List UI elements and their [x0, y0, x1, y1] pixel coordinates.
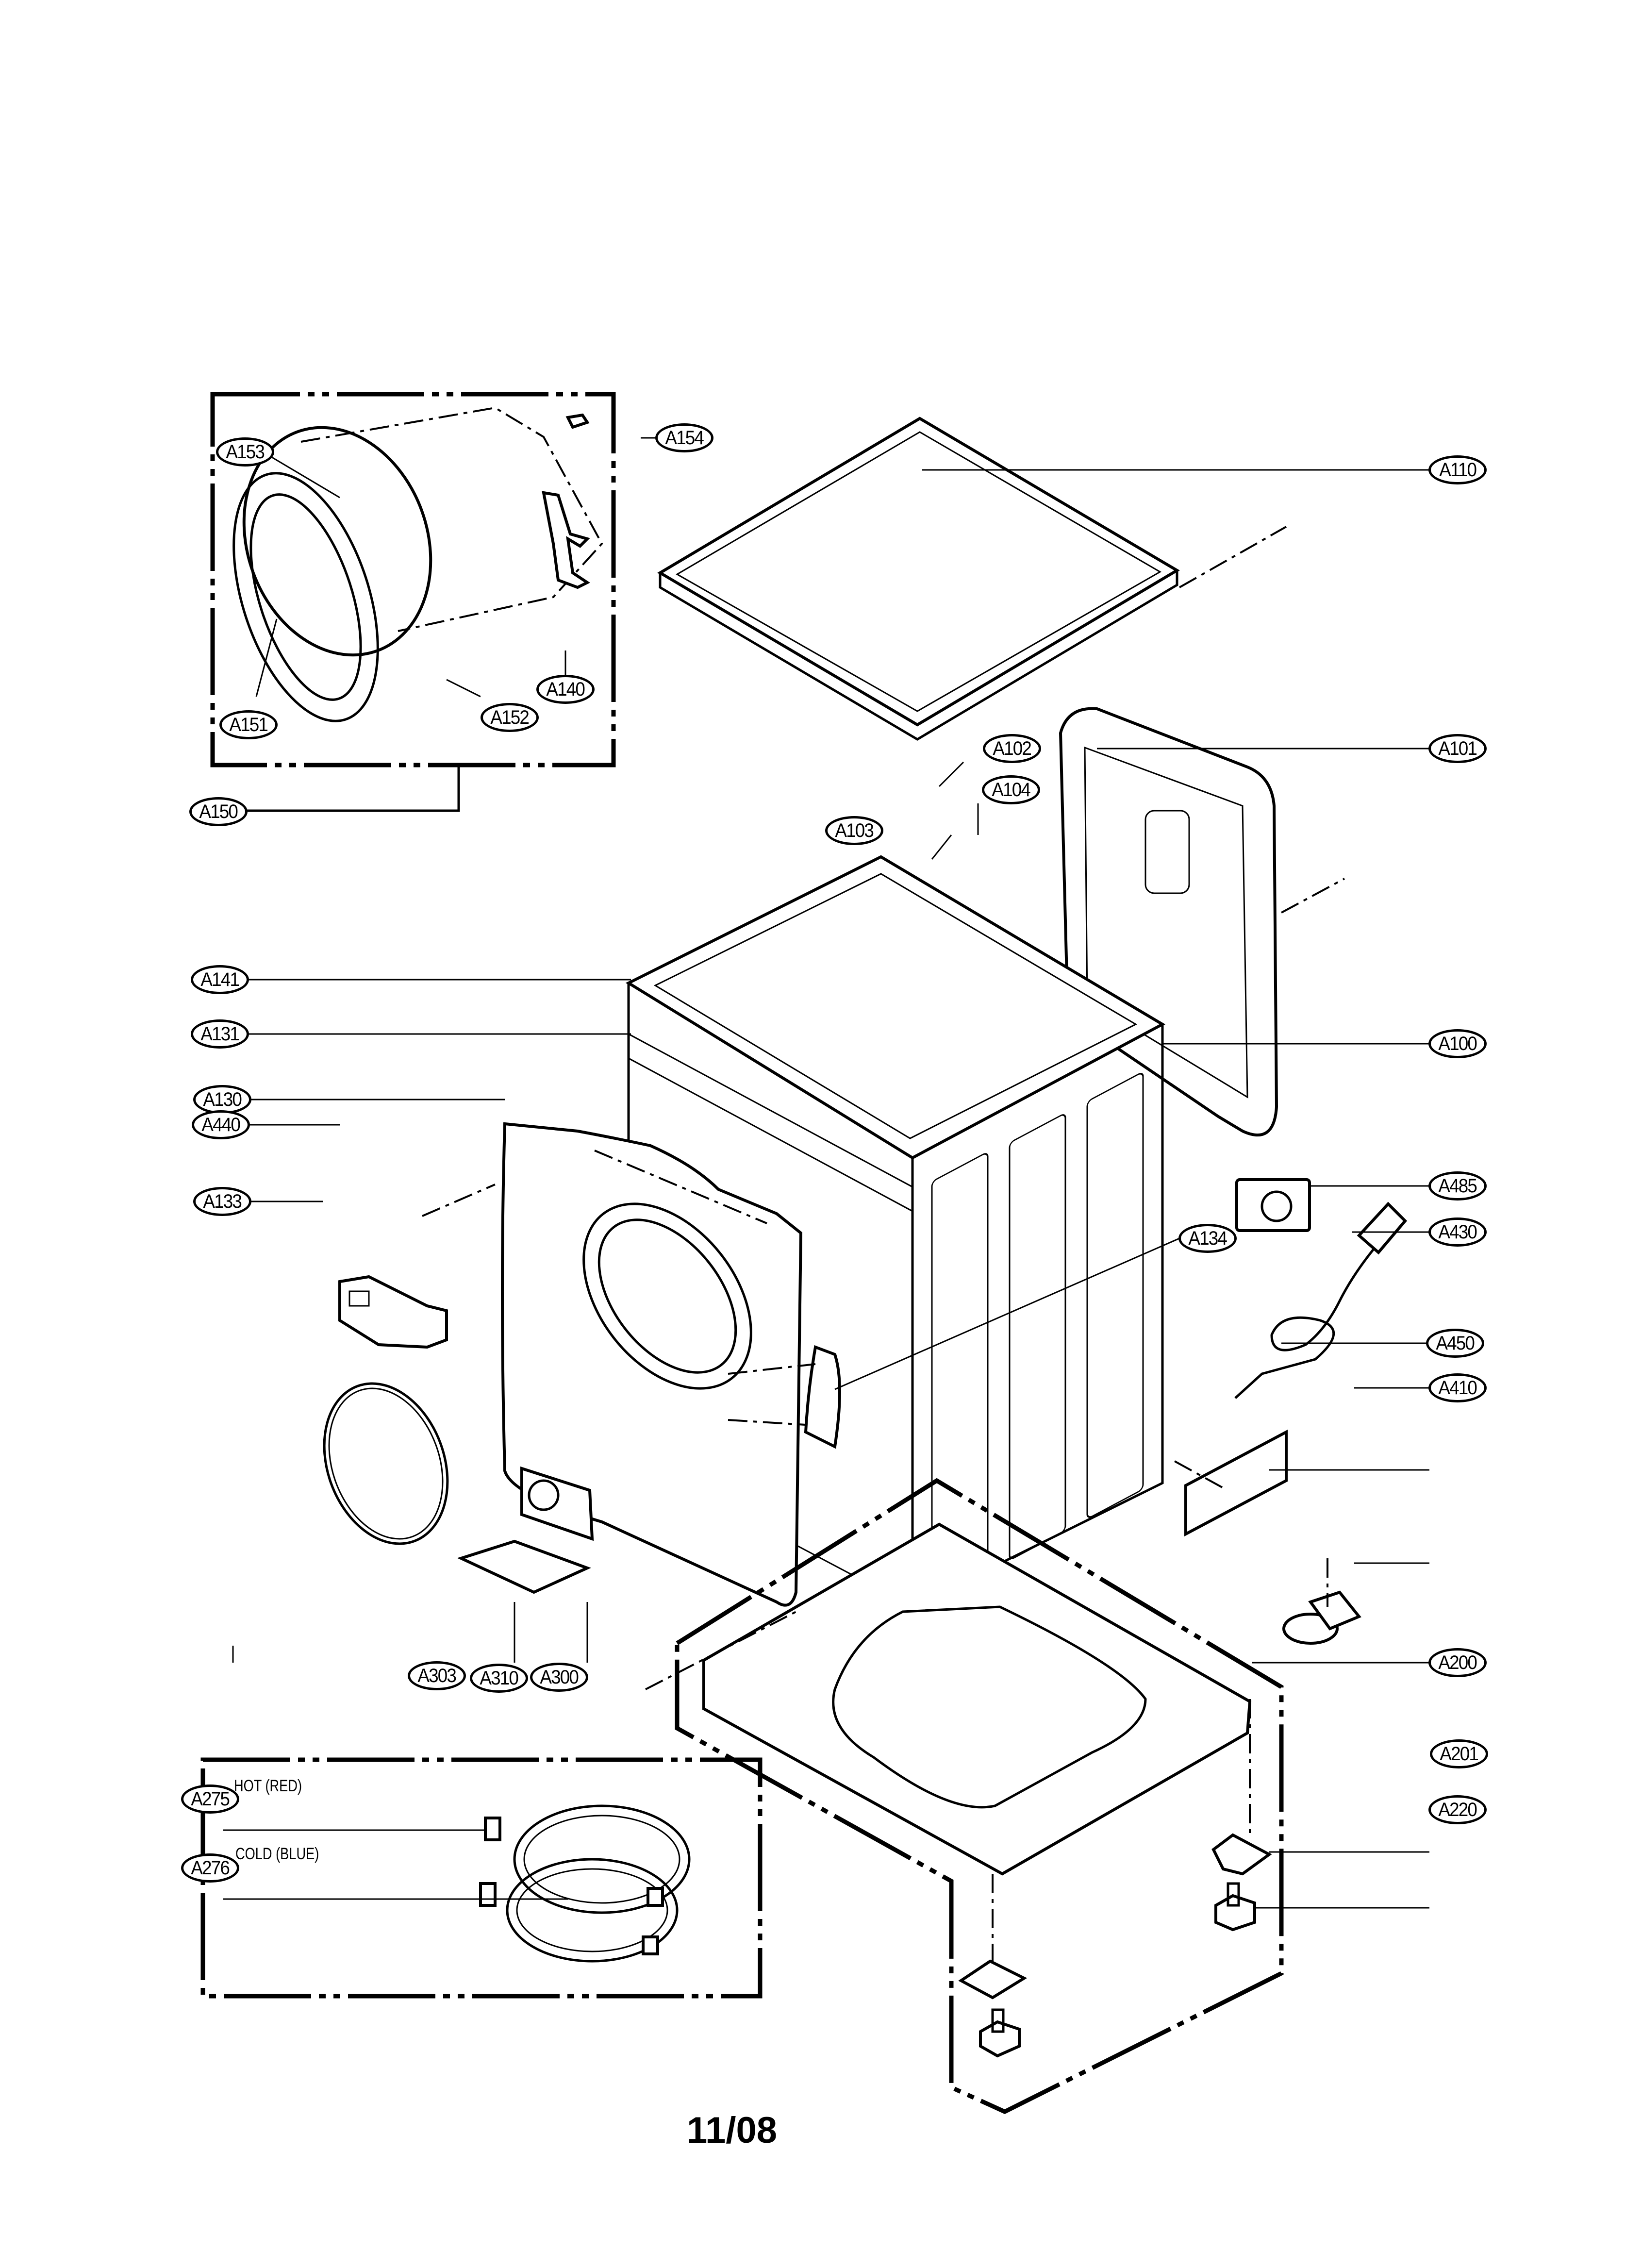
callout-a450[interactable]: A450: [1426, 1329, 1484, 1358]
callout-a275-label: A275: [191, 1788, 230, 1810]
callout-a303[interactable]: A303: [408, 1661, 466, 1690]
hot-hose-note: HOT (RED): [234, 1777, 302, 1795]
callout-a131[interactable]: A131: [191, 1019, 249, 1049]
callout-a104-label: A104: [992, 779, 1031, 800]
callout-a154-label: A154: [665, 427, 704, 449]
top-plate-drawing: [657, 417, 1287, 741]
door-assembly-group-box: [210, 392, 616, 812]
callout-a430[interactable]: A430: [1428, 1217, 1487, 1247]
callout-a201[interactable]: A201: [1430, 1739, 1488, 1768]
callout-a275[interactable]: A275: [181, 1784, 239, 1814]
pressure-sensor-drawing: [1282, 1558, 1361, 1645]
cold-hose-note: COLD (BLUE): [235, 1845, 319, 1863]
power-cord-drawing: [1234, 1201, 1408, 1399]
callout-a150-label: A150: [199, 800, 238, 822]
callout-a152[interactable]: A152: [481, 703, 539, 732]
callout-a141[interactable]: A141: [191, 965, 249, 994]
callout-a134-label: A134: [1188, 1227, 1227, 1249]
callout-a430-label: A430: [1438, 1221, 1477, 1243]
base-frame-drawing: [645, 1478, 1284, 2114]
callout-a220[interactable]: A220: [1428, 1795, 1487, 1824]
leader-lines: [223, 437, 1429, 1909]
callout-a440[interactable]: A440: [192, 1110, 250, 1139]
callout-a200[interactable]: A200: [1428, 1648, 1487, 1677]
callout-a153-label: A153: [226, 441, 265, 463]
callout-a103[interactable]: A103: [825, 816, 883, 845]
callout-a300[interactable]: A300: [530, 1663, 588, 1692]
callout-a151[interactable]: A151: [219, 710, 278, 739]
callout-a220-label: A220: [1438, 1799, 1477, 1820]
callout-a276[interactable]: A276: [181, 1853, 239, 1883]
back-cover-drawing: [1059, 707, 1345, 1137]
front-panel-drawing: [422, 1122, 803, 1607]
callout-a485-label: A485: [1438, 1175, 1477, 1197]
callout-a310-label: A310: [480, 1667, 519, 1689]
door-assembly-drawing: [232, 406, 603, 722]
callout-a150[interactable]: A150: [189, 797, 248, 826]
callout-a303-label: A303: [417, 1665, 457, 1686]
callout-a140-label: A140: [546, 678, 585, 700]
inlet-hose-group-box: [200, 1757, 763, 1999]
callout-a485[interactable]: A485: [1428, 1171, 1487, 1201]
callout-a104[interactable]: A104: [982, 775, 1040, 804]
callout-a153[interactable]: A153: [216, 437, 274, 467]
callout-a130-label: A130: [203, 1088, 242, 1110]
callout-a440-label: A440: [201, 1114, 241, 1135]
callout-a154[interactable]: A154: [655, 423, 713, 452]
callout-a101[interactable]: A101: [1428, 734, 1487, 763]
page-code: 11/08: [687, 2110, 777, 2151]
callout-a100[interactable]: A100: [1428, 1029, 1487, 1058]
callout-a131-label: A131: [200, 1023, 240, 1045]
callout-a410-label: A410: [1438, 1377, 1477, 1399]
callout-a134[interactable]: A134: [1178, 1224, 1237, 1253]
pcb-box-drawing: [1174, 1430, 1288, 1536]
callout-a151-label: A151: [229, 714, 268, 735]
callout-a110[interactable]: A110: [1428, 455, 1487, 484]
leg-parts-drawing: [958, 1833, 1272, 2058]
callout-a152-label: A152: [490, 706, 530, 728]
callout-a300-label: A300: [540, 1666, 579, 1688]
callout-a133-label: A133: [203, 1190, 242, 1212]
callout-a276-label: A276: [191, 1857, 230, 1879]
noise-filter-drawing: [1235, 1178, 1311, 1232]
callout-a130[interactable]: A130: [193, 1085, 251, 1114]
callout-a101-label: A101: [1438, 737, 1477, 759]
callout-a100-label: A100: [1438, 1033, 1477, 1054]
callout-a110-label: A110: [1439, 459, 1477, 481]
callout-a141-label: A141: [200, 968, 240, 990]
callout-a103-label: A103: [835, 819, 874, 841]
gasket-wire-ring-drawing: [323, 1382, 449, 1545]
callout-a201-label: A201: [1440, 1743, 1479, 1765]
callout-a140[interactable]: A140: [536, 675, 595, 704]
callout-a310[interactable]: A310: [470, 1664, 528, 1693]
callout-a410[interactable]: A410: [1428, 1373, 1487, 1402]
callout-a450-label: A450: [1436, 1332, 1475, 1354]
door-lock-drawing: [338, 1275, 448, 1349]
callout-a102-label: A102: [993, 737, 1032, 759]
callout-a200-label: A200: [1438, 1651, 1477, 1673]
callout-a102[interactable]: A102: [983, 734, 1041, 763]
callout-a133[interactable]: A133: [193, 1187, 251, 1216]
display-cover-drawing: [728, 1345, 841, 1449]
